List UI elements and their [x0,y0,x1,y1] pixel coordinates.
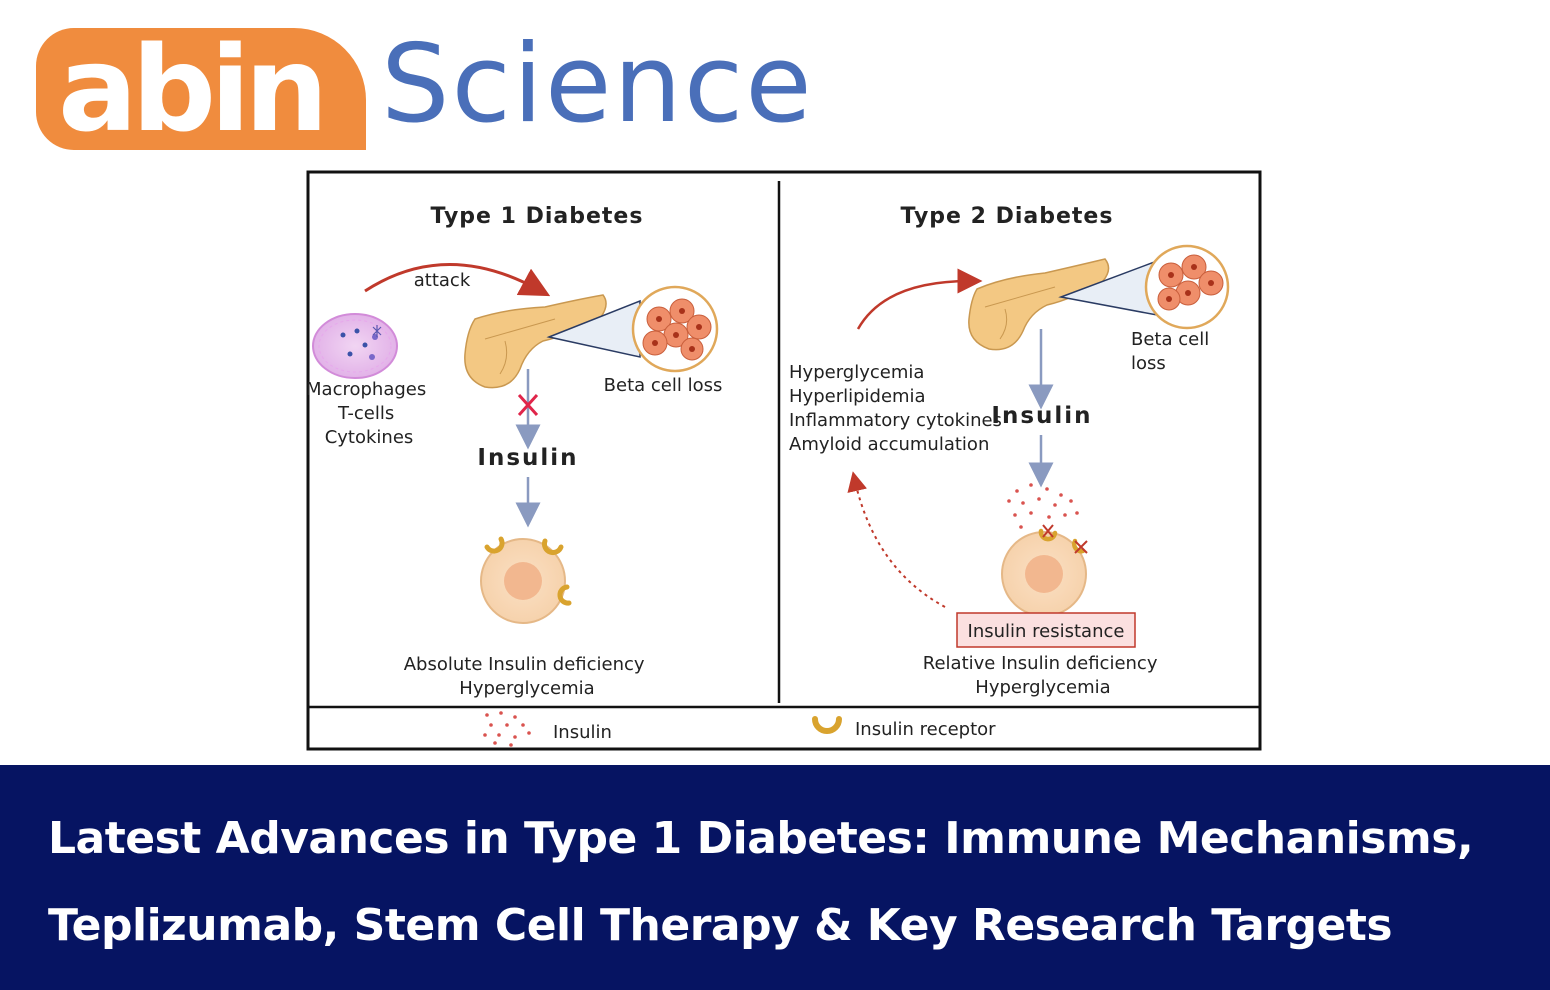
insulin-resistance-label: Insulin resistance [968,621,1125,642]
type2-insulin-particles-icon [1007,483,1079,529]
type2-factor-amyloid: Amyloid accumulation [789,434,989,455]
type2-title: Type 2 Diabetes [901,204,1114,229]
logo-science-text: Science [381,22,814,147]
type1-beta-cells-icon [631,285,719,373]
type2-pancreas-icon [968,258,1110,351]
type1-attack-label: attack [414,270,471,291]
type1-insulin-label: Insulin [477,445,578,471]
immune-label-macrophages: Macrophages [306,379,426,400]
type1-outcome-line2: Hyperglycemia [459,678,594,699]
immune-label-tcells: T-cells [337,403,394,424]
legend-receptor-icon [812,716,842,734]
type2-factor-hyperlipidemia: Hyperlipidemia [789,386,926,407]
legend-insulin-label: Insulin [553,722,612,743]
insulin-receptor-icon [557,584,572,606]
immune-labels: Macrophages T-cells Cytokines [306,379,432,448]
type1-pancreas-icon [464,294,607,389]
diabetes-diagram: Type 1 Diabetes attack Macrophages T-cel… [306,170,1262,751]
immune-cell-icon [312,313,398,379]
type1-attack-arrow [364,263,551,297]
type2-outcome-line2: Hyperglycemia [975,677,1110,698]
type2-outcome: Relative Insulin deficiency Hyperglycemi… [923,653,1163,698]
type2-factor-arrow [856,268,983,330]
abin-science-logo: abin Science [36,20,812,158]
immune-label-cytokines: Cytokines [325,427,414,448]
type1-outcome-line1: Absolute Insulin deficiency [404,654,645,675]
type2-beta-label-line1: Beta cell [1131,329,1209,350]
title-banner: Latest Advances in Type 1 Diabetes: Immu… [0,765,1550,990]
legend-receptor-label: Insulin receptor [855,719,996,740]
banner-title-line1: Latest Advances in Type 1 Diabetes: Immu… [48,813,1474,864]
blocked-receptor-icon [1042,524,1054,538]
figure-frame [306,170,1262,751]
insulin-resistance-box [956,612,1136,648]
type2-feedback-arrow [847,471,946,608]
type1-target-cell-icon [480,536,572,624]
type2-insulin-label: Insulin [991,403,1092,429]
type1-outcome: Absolute Insulin deficiency Hyperglycemi… [404,654,651,699]
type2-factors: Hyperglycemia Hyperlipidemia Inflammator… [789,362,1008,455]
insulin-receptor-icon [1038,528,1058,542]
diabetes-comparison-figure: Type 1 Diabetes attack Macrophages T-cel… [305,169,1263,752]
type2-factor-hyperglycemia: Hyperglycemia [789,362,924,383]
type2-beta-label: Beta cell loss [1131,329,1215,374]
banner-title-line2: Teplizumab, Stem Cell Therapy & Key Rese… [48,900,1393,951]
type2-beta-cells-icon [1144,244,1230,330]
legend-insulin-dots-icon [483,711,531,747]
type1-title: Type 1 Diabetes [431,204,644,229]
type2-outcome-line1: Relative Insulin deficiency [923,653,1158,674]
type2-factor-cytokines: Inflammatory cytokines [789,410,1002,431]
blocked-x-icon [517,393,539,417]
type2-target-cell-icon [1001,524,1088,617]
insulin-receptor-icon [1071,538,1086,554]
insulin-receptor-icon [541,538,564,556]
type1-beta-label: Beta cell loss [604,375,723,396]
insulin-receptor-icon [484,536,505,554]
type2-beta-label-line2: loss [1131,353,1166,374]
logo-orange-box: abin [36,20,366,158]
logo-abin-text: abin [58,20,329,158]
blocked-receptor-icon [1074,540,1088,554]
